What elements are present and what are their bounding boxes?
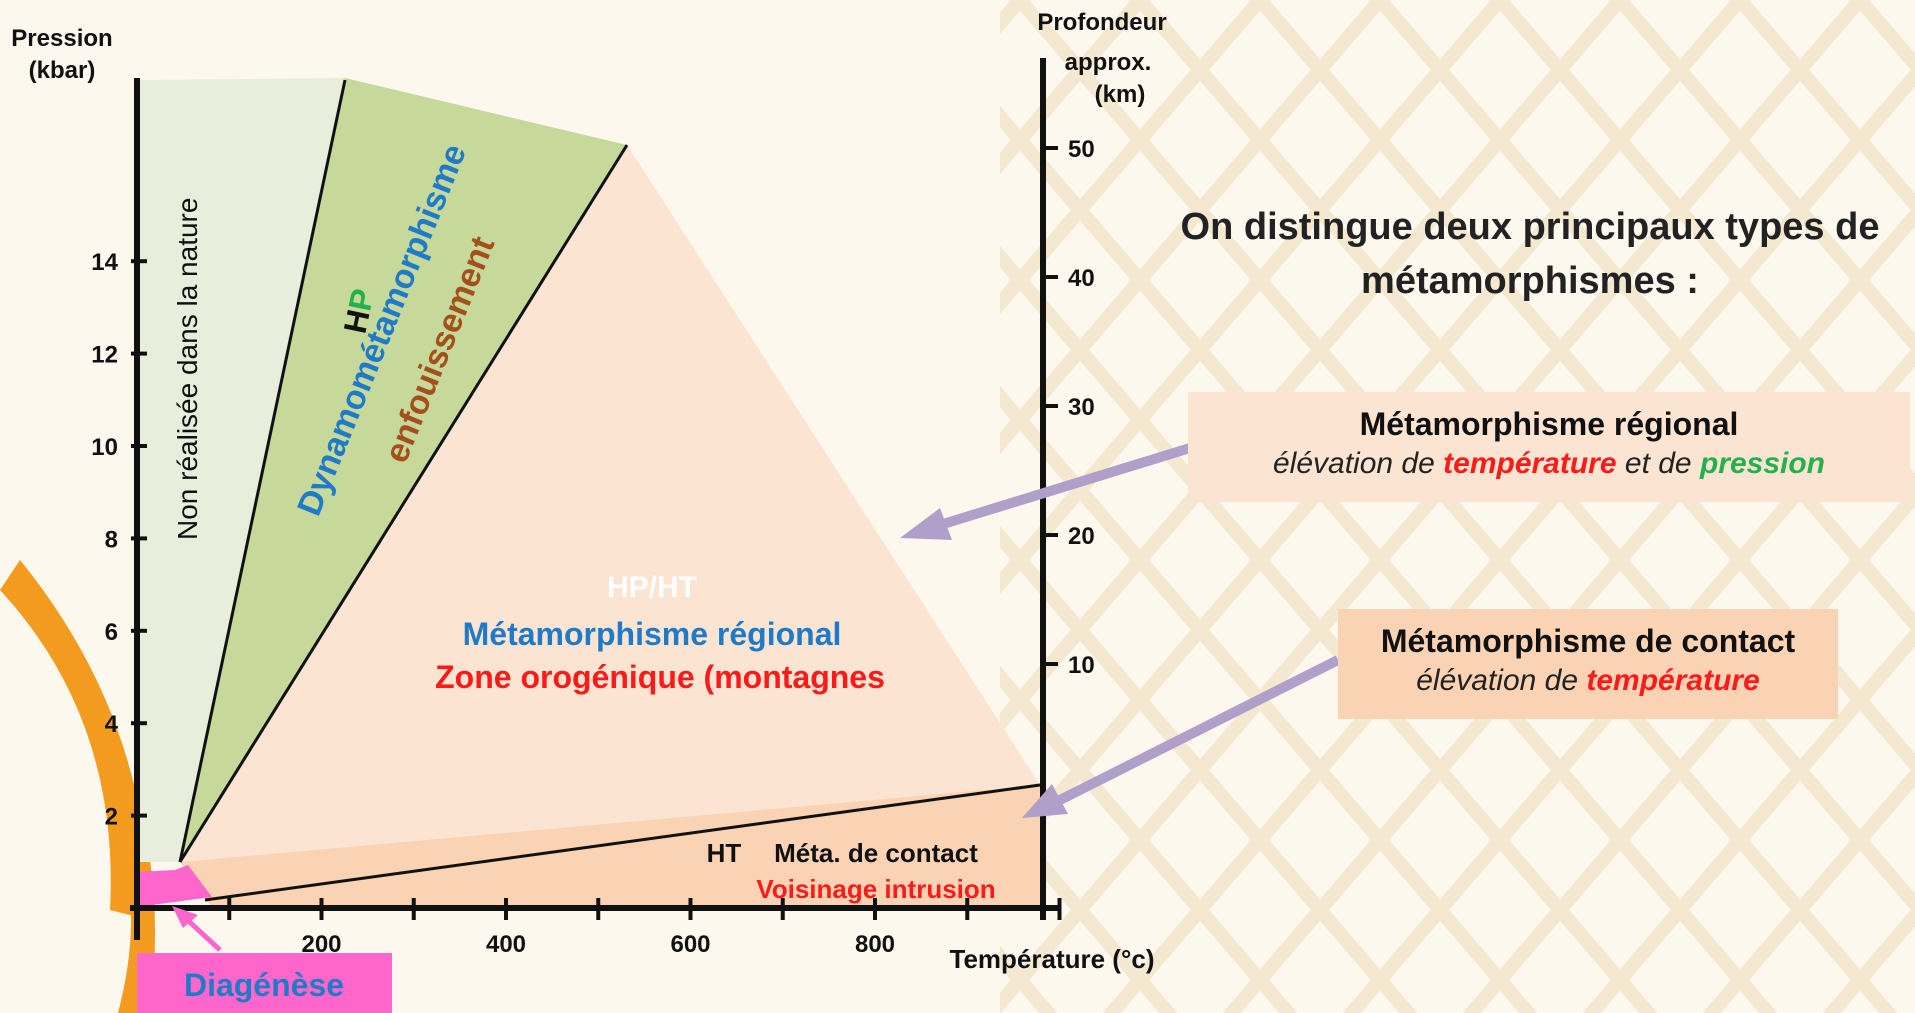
diagenese-arrowhead — [172, 906, 198, 928]
boundary-line — [204, 783, 1041, 902]
zone-non-realisee — [137, 78, 345, 862]
x-tick-label: 600 — [670, 931, 710, 958]
depth-tick-label: 10 — [1068, 652, 1095, 679]
arrowhead-contact — [1022, 784, 1068, 818]
label-diagenese: Diagénèse — [184, 967, 344, 1003]
arrowhead-regional — [900, 508, 952, 540]
depth-tick-label: 20 — [1068, 523, 1095, 550]
y-tick-label: 14 — [91, 249, 118, 276]
box-contact-title: Métamorphisme de contact — [1380, 623, 1796, 659]
y-tick-label: 10 — [91, 434, 118, 461]
x-tick-label: 800 — [855, 931, 895, 958]
y-tick-label: 12 — [91, 342, 118, 369]
y-tick-label: 6 — [105, 619, 118, 646]
y-tick-label: 4 — [105, 711, 119, 738]
depth-axis-title-2: approx. — [1065, 49, 1152, 76]
y-axis-ticks: 2 4 6 8 10 12 14 — [91, 249, 147, 831]
diagenese-box — [137, 953, 392, 1013]
box-regional-title: Métamorphisme régional — [1359, 406, 1739, 442]
y-tick-label: 8 — [105, 526, 118, 553]
label-non-realisee: Non réalisée dans la nature — [172, 198, 203, 540]
boundary-line — [178, 144, 629, 863]
depth-axis-title: Profondeur — [1037, 9, 1166, 36]
y-tick-label: 2 — [105, 804, 118, 831]
label-contact-sub: Voisinage intrusion — [756, 874, 995, 904]
box-contact-sub: élévation de température — [1416, 664, 1760, 697]
label-regional-sub: Zone orogénique (montagnes — [435, 659, 885, 695]
boundary-line — [178, 79, 347, 863]
orange-arc-decoration — [0, 560, 150, 920]
box-metamorphisme-regional: Métamorphisme régional élévation de temp… — [1188, 392, 1910, 502]
depth-tick-label: 30 — [1068, 394, 1095, 421]
x-axis-title: Température (°c) — [950, 944, 1155, 974]
arrow-to-regional — [938, 443, 1192, 530]
box-metamorphisme-contact: Métamorphisme de contact élévation de te… — [1338, 609, 1838, 719]
depth-tick-label: 40 — [1068, 265, 1095, 292]
depth-axis-unit: (km) — [1095, 81, 1146, 108]
zone-diagenese — [137, 865, 212, 907]
label-hp: H P — [337, 286, 381, 337]
depth-tick-label: 50 — [1068, 136, 1095, 163]
y-axis-title: Pression — [11, 25, 112, 52]
label-ht: HT — [707, 838, 742, 868]
depth-axis-ticks: 10 20 30 40 50 — [1043, 136, 1095, 679]
box-regional-sub: élévation de température et de pression — [1273, 447, 1825, 480]
zone-metamorphisme-regional — [180, 145, 1040, 862]
label-hpht: HP/HT — [607, 571, 697, 604]
label-contact-title: Méta. de contact — [774, 838, 978, 868]
intro-text: On distingue deux principaux types de mé… — [1180, 206, 1880, 302]
y-axis-unit: (kbar) — [29, 57, 96, 84]
zone-hp-dynamometamorphisme — [180, 78, 627, 862]
label-regional-title: Métamorphisme régional — [463, 616, 842, 652]
arrow-to-contact — [1057, 655, 1341, 805]
x-tick-label: 400 — [486, 931, 526, 958]
